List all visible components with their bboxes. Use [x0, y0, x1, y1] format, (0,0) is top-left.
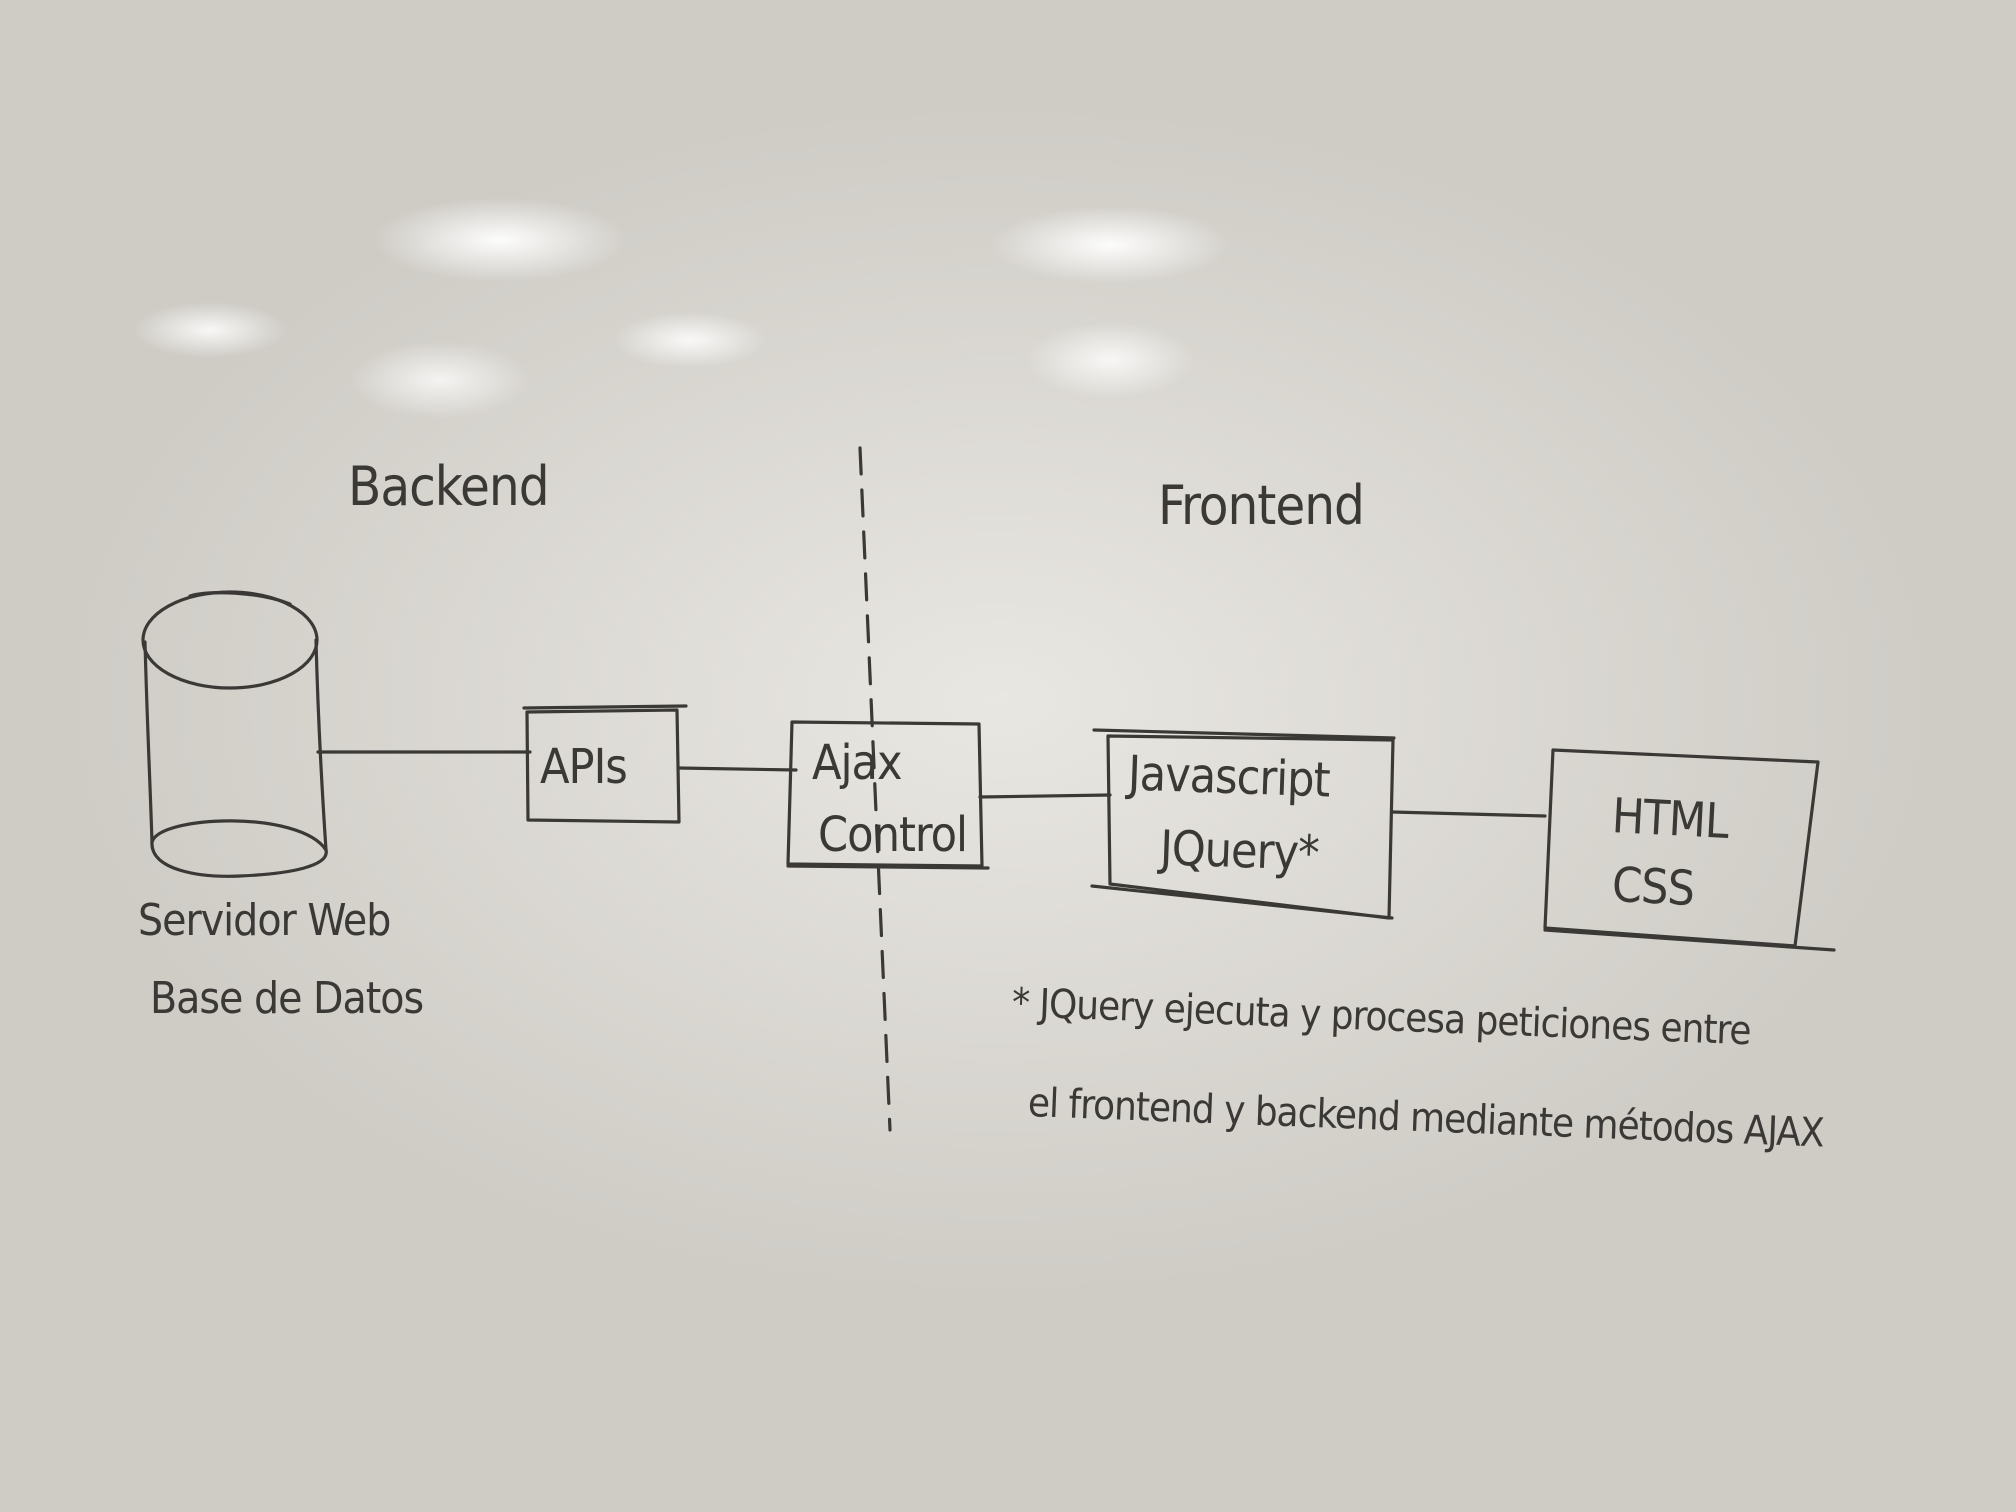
database-label-line2: Base de Datos	[150, 973, 424, 1024]
javascript-label-line2: JQuery*	[1159, 820, 1320, 882]
apis-label: APIs	[540, 739, 628, 795]
html-label: HTML	[1610, 787, 1730, 851]
ajax-label-line2: Control	[818, 807, 968, 863]
connector-apis-ajax	[676, 766, 798, 772]
javascript-label-line1: Javascript	[1127, 745, 1331, 809]
database-cylinder-icon	[141, 590, 328, 878]
css-label: CSS	[1610, 856, 1696, 918]
ajax-box	[786, 720, 990, 870]
html-css-box	[1543, 748, 1836, 952]
section-divider	[858, 446, 892, 1132]
javascript-box	[1090, 728, 1396, 920]
database-label-line1: Servidor Web	[138, 895, 391, 946]
section-title-frontend: Frontend	[1158, 474, 1365, 537]
connector-javascript-html	[1390, 810, 1547, 818]
apis-box	[522, 704, 688, 824]
section-title-backend: Backend	[348, 455, 550, 518]
ajax-label-line1: Ajax	[812, 735, 903, 791]
connector-ajax-javascript	[978, 793, 1112, 799]
